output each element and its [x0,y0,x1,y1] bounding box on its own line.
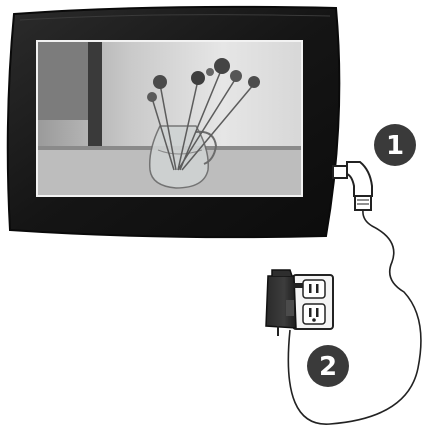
step-2-badge: 2 [307,345,349,387]
step-1-badge: 1 [374,124,416,166]
step-1-number: 1 [386,131,404,161]
dc-power-plug-icon [333,162,372,210]
photo-display [37,41,302,196]
digital-photo-frame-icon [8,7,340,237]
step-2-number: 2 [319,352,337,382]
